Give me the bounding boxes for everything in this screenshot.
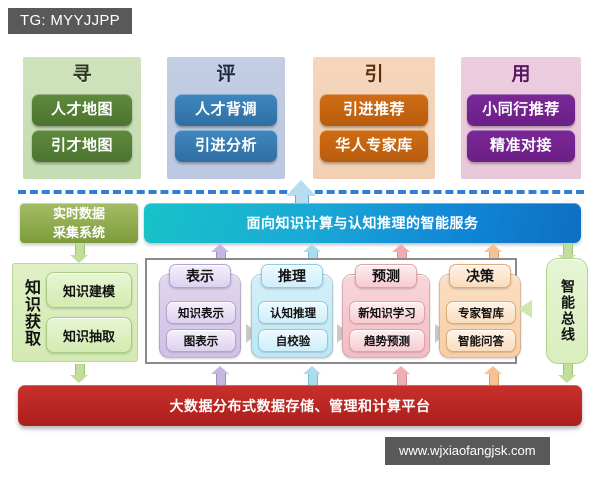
knowledge-acquisition-label: 知识获取 bbox=[22, 279, 39, 347]
realtime-data-collection-line2: 采集系统 bbox=[52, 225, 105, 240]
arrow-stem bbox=[489, 252, 499, 260]
realtime-data-collection-box[interactable]: 实时数据 采集系统 bbox=[20, 203, 138, 243]
card-xun[interactable]: 寻 人才地图 引才地图 bbox=[23, 57, 141, 179]
stage-decision[interactable]: 决策 专家智库 智能问答 bbox=[439, 264, 521, 358]
knowledge-modeling-button[interactable]: 知识建模 bbox=[46, 272, 132, 308]
stage-decision-item-0[interactable]: 专家智库 bbox=[446, 301, 516, 324]
application-cards-row: 寻 人才地图 引才地图 评 人才背调 引进分析 引 引进推荐 华人专家库 用 小… bbox=[0, 57, 600, 179]
knowledge-extraction-button[interactable]: 知识抽取 bbox=[46, 317, 132, 353]
card-yong-item-1[interactable]: 精准对接 bbox=[467, 130, 575, 162]
arrow-stem bbox=[397, 252, 407, 260]
intelligent-bus-label: 智能总线 bbox=[560, 279, 576, 343]
realtime-data-collection-line1: 实时数据 bbox=[52, 206, 105, 221]
card-yin-title: 引 bbox=[364, 64, 384, 85]
arrow-stem bbox=[397, 374, 407, 385]
reasoning-to-service-arrow-icon bbox=[303, 244, 321, 260]
arrow-tip bbox=[70, 375, 88, 383]
tg-watermark-badge: TG: MYYJJPP bbox=[8, 8, 132, 34]
arrow-tip bbox=[484, 366, 502, 374]
arrow-stem bbox=[75, 244, 85, 255]
decision-to-service-arrow-icon bbox=[484, 244, 502, 260]
representation-to-service-arrow-icon bbox=[211, 244, 229, 260]
cognitive-pipeline-frame: 表示 知识表示 图表示 推理 认知推理 自校验 预测 新知识学习 趋势预测 决策… bbox=[145, 258, 521, 364]
platform-to-decision-arrow-icon bbox=[484, 366, 502, 385]
arrow-stem bbox=[308, 374, 318, 385]
stage-decision-item-1[interactable]: 智能问答 bbox=[446, 329, 516, 352]
stage-prediction-item-1[interactable]: 趋势预测 bbox=[349, 329, 425, 352]
card-yin-item-0[interactable]: 引进推荐 bbox=[320, 94, 428, 126]
stage-reasoning-item-1[interactable]: 自校验 bbox=[258, 329, 328, 352]
arrow-tip bbox=[211, 244, 229, 252]
card-yong-item-0[interactable]: 小同行推荐 bbox=[467, 94, 575, 126]
stage-representation-item-1[interactable]: 图表示 bbox=[166, 329, 236, 352]
card-yong[interactable]: 用 小同行推荐 精准对接 bbox=[461, 57, 581, 179]
arrow-tip bbox=[392, 244, 410, 252]
arrow-tip bbox=[303, 244, 321, 252]
card-ping[interactable]: 评 人才背调 引进分析 bbox=[167, 57, 285, 179]
bus-to-platform-arrow-icon bbox=[558, 364, 576, 384]
bus-to-decision-arrow-icon bbox=[518, 300, 532, 318]
intelligent-service-bar[interactable]: 面向知识计算与认知推理的智能服务 bbox=[144, 203, 581, 243]
stage-representation-title: 表示 bbox=[169, 264, 231, 288]
stage-representation[interactable]: 表示 知识表示 图表示 bbox=[159, 264, 241, 358]
knowledge-acquisition-column[interactable]: 知识获取 知识建模 知识抽取 bbox=[12, 263, 138, 362]
card-xun-item-1[interactable]: 引才地图 bbox=[32, 130, 132, 162]
bigdata-platform-bar[interactable]: 大数据分布式数据存储、管理和计算平台 bbox=[18, 385, 582, 426]
arrow-tip bbox=[211, 366, 229, 374]
arrow-stem bbox=[216, 374, 226, 385]
card-xun-item-0[interactable]: 人才地图 bbox=[32, 94, 132, 126]
stage-representation-item-0[interactable]: 知识表示 bbox=[166, 301, 236, 324]
arrow-stem bbox=[75, 364, 85, 375]
arrow-stem bbox=[563, 244, 573, 255]
stage-reasoning[interactable]: 推理 认知推理 自校验 bbox=[251, 264, 333, 358]
arrow-stem bbox=[489, 374, 499, 385]
intelligent-bus-column[interactable]: 智能总线 bbox=[546, 258, 588, 364]
site-watermark-badge: www.wjxiaofangjsk.com bbox=[385, 437, 550, 465]
card-ping-title: 评 bbox=[216, 64, 236, 85]
arrow-stem bbox=[308, 252, 318, 260]
card-yin[interactable]: 引 引进推荐 华人专家库 bbox=[313, 57, 435, 179]
platform-to-reasoning-arrow-icon bbox=[303, 366, 321, 385]
platform-to-representation-arrow-icon bbox=[211, 366, 229, 385]
arrow-tip bbox=[286, 180, 316, 196]
card-yong-title: 用 bbox=[511, 64, 531, 85]
stage-prediction[interactable]: 预测 新知识学习 趋势预测 bbox=[342, 264, 430, 358]
arrow-stem bbox=[563, 364, 573, 375]
stage-reasoning-title: 推理 bbox=[261, 264, 323, 288]
card-ping-item-0[interactable]: 人才背调 bbox=[175, 94, 277, 126]
acquisition-to-platform-arrow-icon bbox=[70, 364, 88, 384]
stage-prediction-item-0[interactable]: 新知识学习 bbox=[349, 301, 425, 324]
arrow-stem bbox=[216, 252, 226, 260]
arrow-tip bbox=[70, 255, 88, 263]
card-ping-item-1[interactable]: 引进分析 bbox=[175, 130, 277, 162]
prediction-to-service-arrow-icon bbox=[392, 244, 410, 260]
stage-decision-title: 决策 bbox=[449, 264, 511, 288]
collection-to-acquisition-arrow-icon bbox=[70, 244, 88, 263]
stage-reasoning-item-0[interactable]: 认知推理 bbox=[258, 301, 328, 324]
arrow-tip bbox=[392, 366, 410, 374]
stage-prediction-title: 预测 bbox=[355, 264, 417, 288]
arrow-tip bbox=[558, 375, 576, 383]
card-xun-title: 寻 bbox=[72, 64, 92, 85]
card-yin-item-1[interactable]: 华人专家库 bbox=[320, 130, 428, 162]
arrow-tip bbox=[303, 366, 321, 374]
arrow-tip bbox=[484, 244, 502, 252]
platform-to-prediction-arrow-icon bbox=[392, 366, 410, 385]
